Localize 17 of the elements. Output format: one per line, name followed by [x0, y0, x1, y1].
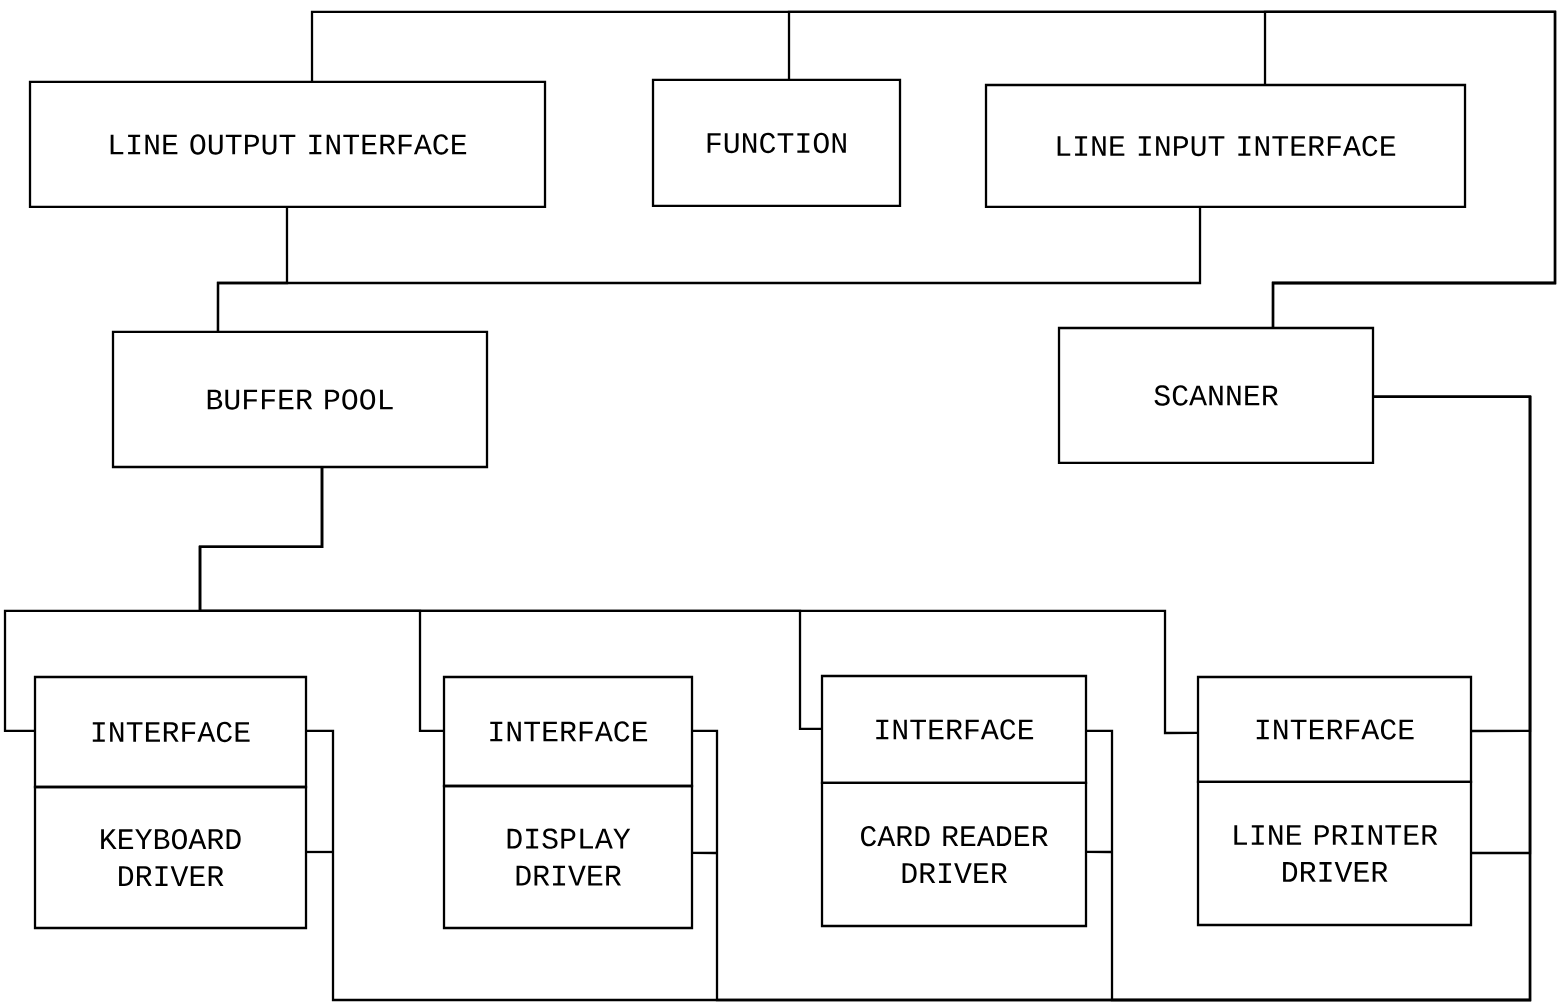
block-box: LINE PRINTER DRIVER — [1196, 780, 1473, 927]
block-box: CARD READER DRIVER — [820, 781, 1088, 928]
block-box: FUNCTION — [651, 78, 902, 208]
block-box: BUFFER POOL — [111, 330, 489, 469]
block-box: KEYBOARD DRIVER — [33, 785, 308, 930]
block-box: LINE INPUT INTERFACE — [984, 83, 1467, 209]
connector-line — [198, 467, 1198, 735]
connector-line — [216, 206, 1202, 332]
block-box: INTERFACE — [820, 674, 1088, 785]
block-box: DISPLAY DRIVER — [442, 784, 694, 930]
connector-line — [1263, 10, 1557, 328]
block-box: INTERFACE — [33, 675, 308, 789]
connector-line — [1373, 395, 1532, 855]
block-box: LINE OUTPUT INTERFACE — [28, 80, 547, 209]
block-box: SCANNER — [1057, 326, 1375, 465]
block-box: INTERFACE — [442, 675, 694, 788]
block-box: INTERFACE — [1196, 675, 1473, 784]
